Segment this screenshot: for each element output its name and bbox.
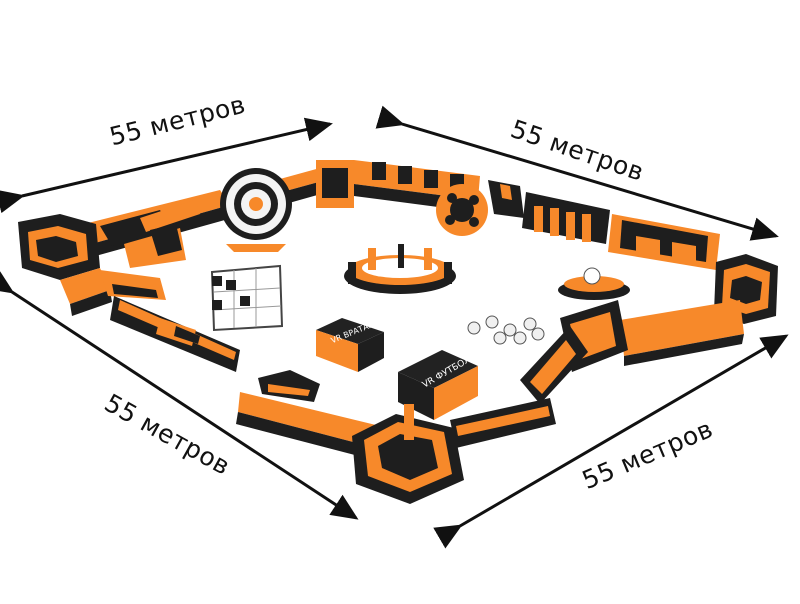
- goal-net: [210, 264, 284, 332]
- wall-front-right: [450, 398, 556, 448]
- reel-inflatable: [436, 184, 488, 236]
- arrow-bottom-right: [433, 334, 789, 549]
- arrow-top-left: [0, 117, 333, 214]
- footballs-pile: [467, 315, 545, 345]
- dimension-arrows: [0, 105, 789, 549]
- wall-back-right: [488, 180, 720, 270]
- corner-front-tower: [352, 404, 464, 504]
- wall-front-left: [236, 370, 380, 460]
- vr-goalkeeper-box: [316, 318, 384, 372]
- dartboard-inflatable: [220, 168, 292, 252]
- circle-arena: [344, 244, 456, 294]
- vr-football-box: [398, 350, 478, 420]
- arrow-bottom-left: [0, 268, 359, 520]
- corner-left-tower: [18, 214, 100, 280]
- wall-right: [520, 300, 744, 404]
- wall-left: [60, 268, 240, 372]
- spinner-disc: [558, 267, 630, 300]
- arrow-top-right: [375, 105, 779, 241]
